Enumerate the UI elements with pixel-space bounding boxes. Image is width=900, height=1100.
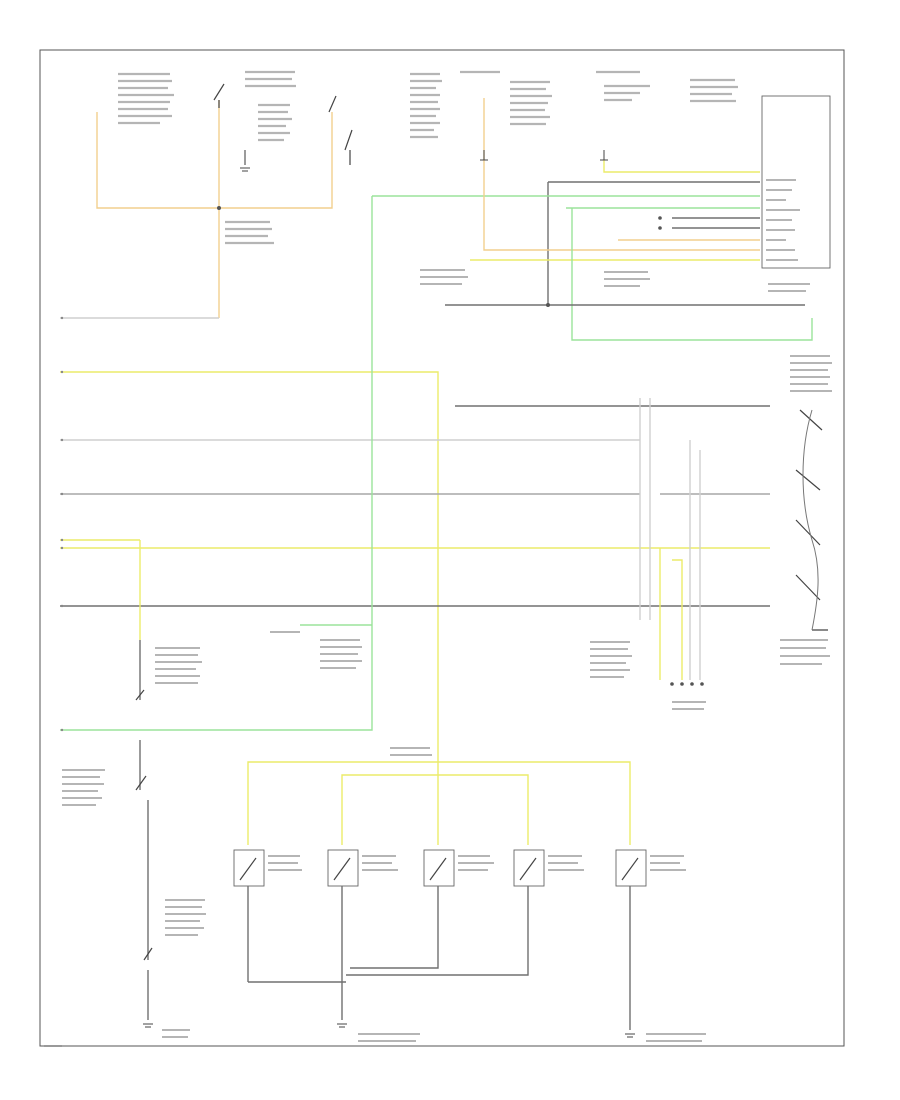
connector-pins-bottom [670,682,704,686]
splice-node-icon [546,303,550,307]
switch-symbol-icon [519,857,537,881]
switch-symbol-icon [333,857,351,881]
switch-symbol-icon [213,83,225,108]
ground-symbol-icon [240,167,250,172]
control-module-box [761,95,831,269]
ground-symbol-icon [337,1023,635,1038]
left-lower-circuit [62,640,206,1038]
top-right-circuit [372,95,831,341]
splice-node-icon [217,206,221,210]
label-block-3 [410,72,442,139]
switch-unit-4 [346,849,545,976]
connector-pin-icon [658,216,662,220]
wire-yellow-distribution [247,761,631,845]
label-block-4 [460,70,552,126]
switch-symbol-icon [621,857,639,881]
ground-symbol-icon [143,1023,153,1028]
wire-orange-module-8 [483,98,760,251]
switch-symbol-icon [135,775,147,791]
diagram-frame [39,49,845,1047]
wire-yellow-main [60,371,439,762]
switch-unit-5 [615,849,647,1030]
top-left-circuit [60,83,353,319]
switch-symbol-icon [344,129,353,165]
wire-green-return [571,208,813,341]
switch-arc-icon [802,409,819,631]
label-block-1 [118,72,174,125]
wire-green-long [60,196,373,731]
wire-orange-loop [96,112,333,209]
switch-unit-3 [350,849,455,969]
switch-symbol-icon [429,857,447,881]
switch-symbol-icon [239,857,257,881]
switch-unit-2 [327,849,359,1020]
switch-symbol-icon [135,689,145,701]
switch-symbol-icon [328,95,337,113]
door-switch-row [233,747,706,1042]
rotary-switch-icon [795,409,828,631]
top-label-blocks [118,70,738,142]
connector-pin-icon [658,226,662,230]
ground-symbol-icon [480,150,608,161]
label-block-5 [596,70,738,103]
wire-end-markers [60,316,64,732]
wire-yellow-drop-2 [672,559,683,680]
switch-unit-1 [233,849,265,982]
wire-yellow-distribution-2 [341,774,529,845]
label-block-2 [245,70,296,142]
middle-bus-wires [60,196,832,762]
switch-labels [268,855,706,1042]
wire-yellow-module-1 [603,160,760,173]
switch-symbol-icon [143,947,153,961]
